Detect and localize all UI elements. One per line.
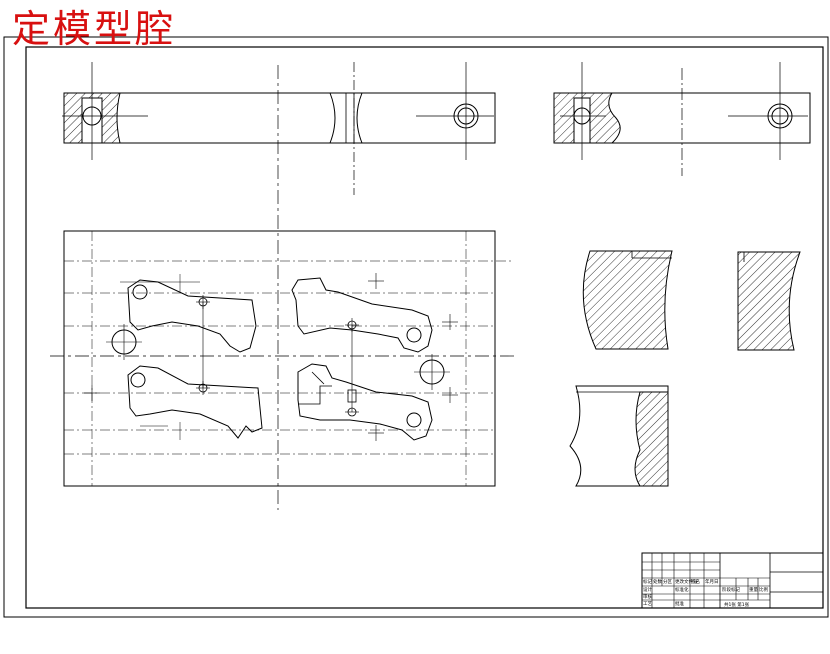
main-plan-view: [50, 230, 518, 487]
tb-stage-label: 阶段标记: [722, 586, 740, 593]
tb-change-doc-label: 更改文件号: [675, 578, 698, 585]
tb-approve-label: 批准: [675, 600, 684, 607]
drawing-title: 定模型腔: [12, 7, 177, 51]
tb-weight-label: 重量: [749, 586, 758, 593]
tb-design-label: 设计: [643, 586, 652, 593]
inner-border: [25, 46, 824, 609]
tb-mark-label: 标记: [643, 578, 652, 585]
detail-section-c: [569, 385, 669, 487]
tb-count-label: 处数: [653, 578, 662, 585]
tb-sheet-info: 共1张 第1张: [724, 601, 750, 608]
tb-standard-label: 标准化: [675, 586, 689, 593]
outer-border: [3, 36, 829, 618]
top-right-section-view: [553, 62, 811, 176]
top-left-section-view: [62, 62, 496, 510]
title-block-text: 标记 处数 分区 更改文件号 签名 年月日 设计 审核 工艺 标准化 批准 阶段…: [643, 578, 768, 608]
tb-process-label: 工艺: [643, 601, 652, 607]
tb-signature-label: 签名: [691, 578, 700, 585]
detail-section-b: [737, 251, 801, 351]
title-block: [641, 552, 824, 609]
detail-section-a: [582, 250, 673, 350]
tb-zone-label: 分区: [663, 578, 672, 585]
tb-scale-label: 比例: [759, 586, 768, 593]
tb-review-label: 审核: [643, 593, 652, 600]
tb-date-label: 年月日: [705, 578, 719, 585]
